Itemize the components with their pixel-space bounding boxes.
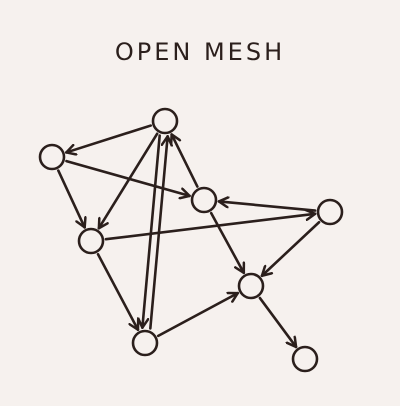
edge-E-C bbox=[217, 201, 317, 212]
node-E bbox=[316, 198, 344, 226]
node-G bbox=[131, 329, 159, 357]
edge-A-G bbox=[142, 134, 161, 330]
edge-C-A bbox=[172, 133, 199, 188]
node-D bbox=[77, 227, 105, 255]
edge-A-B bbox=[64, 124, 153, 153]
node-F bbox=[237, 272, 265, 300]
edge-D-E bbox=[104, 214, 317, 241]
edge-B-D bbox=[57, 169, 84, 229]
edge-G-F bbox=[156, 293, 240, 338]
edge-C-F bbox=[209, 211, 244, 275]
edge-D-G bbox=[96, 252, 138, 332]
edge-E-F bbox=[260, 220, 321, 278]
edge-B-C bbox=[65, 159, 191, 196]
node-A bbox=[151, 107, 179, 135]
edge-G-A bbox=[149, 134, 167, 330]
edge-layer bbox=[57, 124, 321, 349]
edge-F-I bbox=[258, 296, 298, 349]
node-layer bbox=[38, 107, 344, 373]
node-B bbox=[38, 143, 66, 171]
node-C bbox=[190, 186, 218, 214]
edge-A-D bbox=[97, 132, 159, 230]
diagram-title: OPEN MESH bbox=[114, 38, 286, 66]
node-I bbox=[291, 345, 319, 373]
